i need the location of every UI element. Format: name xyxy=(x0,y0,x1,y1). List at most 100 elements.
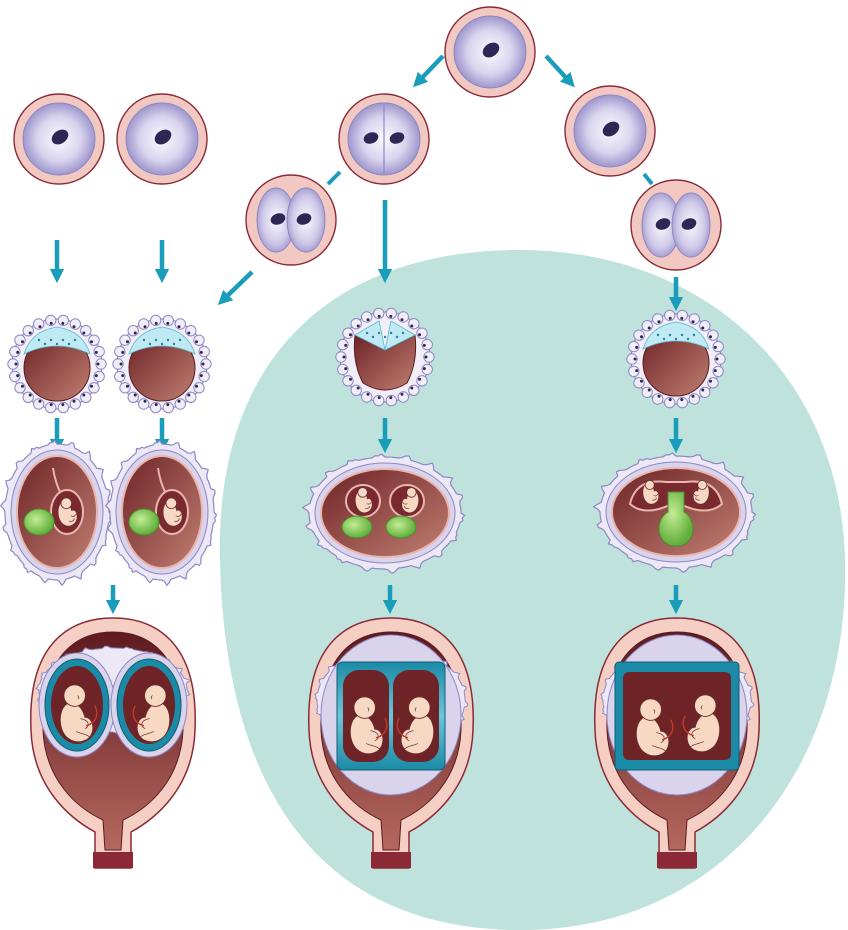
trophoblast-cell xyxy=(634,378,644,388)
connector xyxy=(328,172,340,184)
trophoblast-nucleus xyxy=(73,400,76,403)
zygote-icon xyxy=(565,86,655,176)
trophoblast-nucleus xyxy=(634,358,637,361)
trophoblast-nucleus xyxy=(423,367,426,370)
icm-cell xyxy=(681,334,683,336)
trophoblast-nucleus xyxy=(202,363,205,366)
trophoblast-nucleus xyxy=(61,403,64,406)
zygote-icon xyxy=(117,94,207,184)
embryo-head xyxy=(61,498,72,509)
trophoblast-cell xyxy=(23,392,33,402)
trophoblast-nucleus xyxy=(21,340,24,343)
trophoblast-nucleus xyxy=(349,333,352,336)
trophoblast-nucleus xyxy=(121,351,124,354)
icm-cell xyxy=(50,339,52,341)
trophoblast-cell xyxy=(81,326,91,336)
trophoblast-cell xyxy=(139,399,149,409)
connector xyxy=(644,174,652,184)
icm-cell xyxy=(372,336,374,338)
trophoblast-cell xyxy=(89,383,99,393)
icm-cell xyxy=(161,343,163,345)
trophoblast-nucleus xyxy=(15,363,18,366)
trophoblast-nucleus xyxy=(640,335,643,338)
trophoblast-nucleus xyxy=(701,327,704,330)
trophoblast-nucleus xyxy=(658,320,661,323)
trophoblast-nucleus xyxy=(701,389,704,392)
trophoblast-nucleus xyxy=(648,327,651,330)
trophoblast-nucleus xyxy=(389,315,392,318)
trophoblast-cell xyxy=(653,314,663,324)
two-cell-embryo-icon xyxy=(631,180,721,270)
trophoblast-nucleus xyxy=(716,358,719,361)
trophoblast-nucleus xyxy=(155,403,158,406)
trophoblast-cell xyxy=(700,387,710,397)
trophoblast-nucleus xyxy=(709,335,712,338)
trophoblast-nucleus xyxy=(126,340,129,343)
trophoblast-nucleus xyxy=(367,318,370,321)
trophoblast-cell xyxy=(128,326,138,336)
trophoblast-nucleus xyxy=(378,396,381,399)
icm-cell xyxy=(687,338,689,340)
cervix xyxy=(657,852,697,868)
trophoblast-nucleus xyxy=(21,385,24,388)
trophoblast-nucleus xyxy=(16,351,19,354)
trophoblast-cell xyxy=(351,319,361,329)
trophoblast-cell xyxy=(708,378,718,388)
trophoblast-nucleus xyxy=(126,385,129,388)
trophoblast-cell xyxy=(128,392,138,402)
embryo-with-yolk-sac-icon xyxy=(1,440,112,585)
trophoblast-cell xyxy=(70,319,80,329)
fetus-head xyxy=(64,685,86,707)
trophoblast-cell xyxy=(175,399,185,409)
trophoblast-nucleus xyxy=(367,393,370,396)
trophoblast-cell xyxy=(186,326,196,336)
trophoblast-nucleus xyxy=(29,394,32,397)
trophoblast-nucleus xyxy=(134,332,137,335)
trophoblast-nucleus xyxy=(39,400,42,403)
trophoblast-nucleus xyxy=(635,346,638,349)
trophoblast-cell xyxy=(351,385,361,395)
trophoblast-nucleus xyxy=(344,344,347,347)
embryo-head xyxy=(407,488,417,498)
yolk-sac xyxy=(24,509,54,535)
icm-cell xyxy=(402,332,404,334)
trophoblast-nucleus xyxy=(410,325,413,328)
icm-cell xyxy=(56,343,58,345)
trophoblast-nucleus xyxy=(82,394,85,397)
trophoblast-cell xyxy=(398,312,408,322)
trophoblast-nucleus xyxy=(90,340,93,343)
icm-cell xyxy=(68,343,70,345)
trophoblast-cell xyxy=(362,392,372,402)
trophoblast-cell xyxy=(186,392,196,402)
trophoblast-nucleus xyxy=(344,367,347,370)
trophoblast-cell xyxy=(417,328,427,338)
arrow-icon xyxy=(418,56,443,82)
trophoblast-cell xyxy=(700,321,710,331)
arrow-icon xyxy=(546,56,570,82)
trophoblast-cell xyxy=(362,312,372,322)
blastocyst-icon xyxy=(113,315,211,413)
icm-cell xyxy=(366,332,368,334)
trophoblast-nucleus xyxy=(640,380,643,383)
trophoblast-cell xyxy=(70,399,80,409)
trophoblast-nucleus xyxy=(357,325,360,328)
trophoblast-cell xyxy=(34,399,44,409)
trophoblast-cell xyxy=(81,392,91,402)
trophoblast-nucleus xyxy=(144,400,147,403)
cervix xyxy=(93,852,133,868)
trophoblast-cell xyxy=(642,387,652,397)
trophoblast-cell xyxy=(139,319,149,329)
trophoblast-cell xyxy=(343,376,353,386)
trophoblast-nucleus xyxy=(29,332,32,335)
icm-cell xyxy=(149,343,151,345)
trophoblast-nucleus xyxy=(61,322,64,325)
trophoblast-cell xyxy=(89,335,99,345)
yolk-sac xyxy=(129,509,159,535)
trophoblast-nucleus xyxy=(121,374,124,377)
trophoblast-nucleus xyxy=(16,374,19,377)
icm-cell xyxy=(173,343,175,345)
trophoblast-nucleus xyxy=(423,344,426,347)
background-layer xyxy=(220,250,845,930)
embryo-head xyxy=(358,488,368,498)
